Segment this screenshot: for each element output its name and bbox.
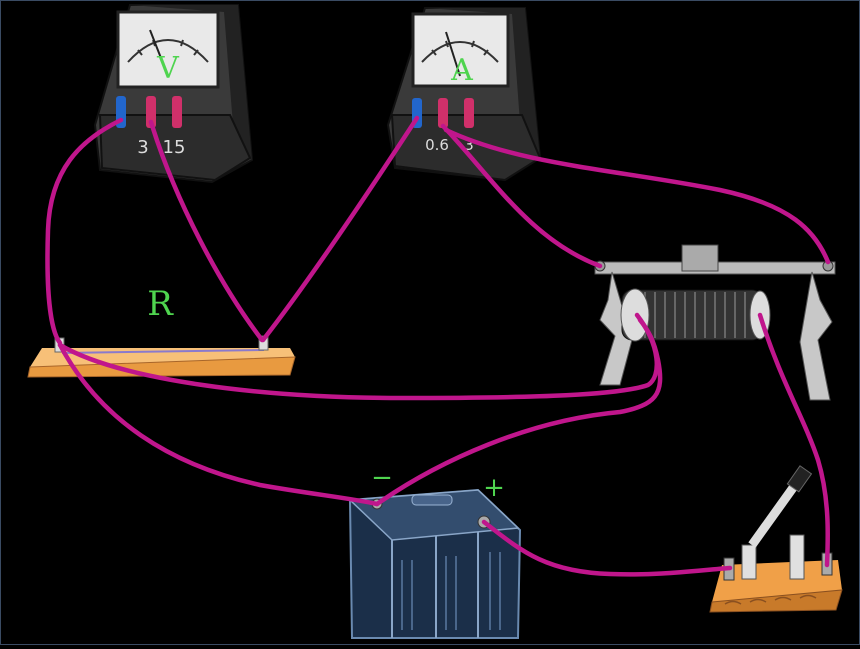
wire-battery-to-switch bbox=[481, 519, 733, 577]
ammeter-terminal-3-label: 3 bbox=[464, 136, 474, 154]
voltmeter-letter: V bbox=[156, 51, 180, 86]
battery-plus-label: + bbox=[483, 473, 505, 503]
switch-right-post bbox=[789, 534, 805, 580]
ammeter: A 0.6 3 bbox=[386, 7, 542, 182]
ammeter-letter: A bbox=[450, 53, 473, 88]
wires bbox=[45, 115, 831, 577]
wire-resistor-to-battery bbox=[57, 342, 380, 507]
voltmeter-terminal-15-label: 15 bbox=[163, 137, 186, 158]
wire-voltmeter-to-resistor-left bbox=[45, 117, 124, 346]
wire-resistor-to-ammeter bbox=[260, 115, 420, 343]
battery: − + bbox=[348, 463, 522, 639]
wire-battery-to-rheostat bbox=[374, 317, 663, 507]
wire-ammeter-to-rheostat-right bbox=[443, 127, 831, 265]
ammeter-0.6a-terminal bbox=[438, 98, 448, 128]
ammeter-dial bbox=[411, 12, 510, 88]
wire-resistor-to-rheostat bbox=[57, 312, 660, 401]
rheostat-slider bbox=[681, 244, 719, 272]
switch-blade bbox=[748, 475, 804, 548]
ammeter-3a-terminal bbox=[464, 98, 474, 128]
ammeter-terminal-0.6-label: 0.6 bbox=[425, 136, 449, 154]
resistor-letter: R bbox=[147, 284, 174, 324]
battery-minus-label: − bbox=[371, 463, 393, 493]
wire-voltmeter-to-resistor-right bbox=[148, 119, 265, 343]
resistor: R bbox=[27, 284, 296, 378]
voltmeter-3v-terminal bbox=[146, 96, 156, 128]
voltmeter-needle bbox=[149, 29, 169, 77]
wire-rheostat-to-switch bbox=[757, 312, 831, 568]
ammeter-needle bbox=[445, 31, 461, 77]
wire-ammeter-to-rheostat-left bbox=[440, 123, 603, 269]
voltmeter-terminal-3-label: 3 bbox=[137, 137, 148, 158]
voltmeter-15v-terminal bbox=[172, 96, 182, 128]
rheostat bbox=[594, 244, 836, 401]
voltmeter: V 3 15 bbox=[93, 4, 254, 184]
switch-left-post bbox=[741, 544, 757, 580]
